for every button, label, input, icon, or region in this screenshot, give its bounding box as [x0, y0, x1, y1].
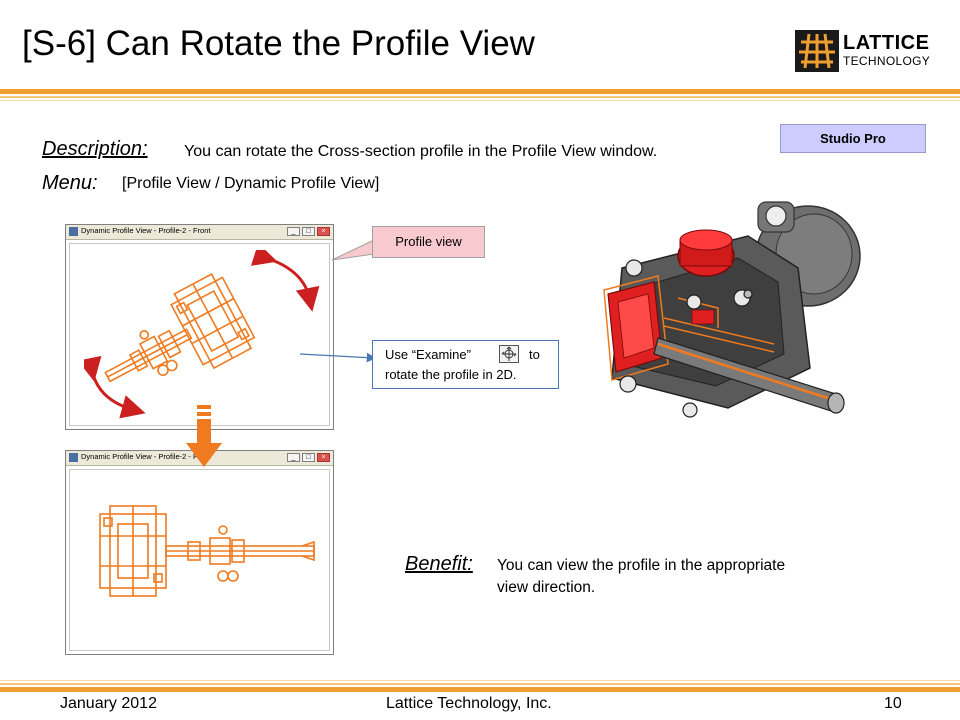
rotate-arrows-icon [84, 250, 320, 419]
examine-text-after: to [529, 347, 540, 362]
bottom-accent-bar [0, 680, 960, 692]
footer-date: January 2012 [60, 695, 157, 712]
top-accent-bar [0, 89, 960, 101]
benefit-text-line2: view direction. [497, 579, 596, 596]
examine-pointer-arrow [299, 352, 376, 363]
gearbox-3d-model [603, 201, 861, 418]
app-icon [69, 227, 78, 236]
lattice-logo-icon [795, 30, 839, 72]
minimize-button[interactable]: _ [287, 227, 300, 236]
maximize-button[interactable]: □ [302, 453, 315, 462]
minimize-button[interactable]: _ [287, 453, 300, 462]
window-title: Dynamic Profile View - Profile-2 - Front [81, 452, 211, 461]
close-button[interactable]: × [317, 453, 330, 462]
footer-page-number: 10 [884, 695, 902, 712]
examine-callout: Use “Examine” to rotate the profile in 2… [372, 340, 559, 389]
logo-subname: TECHNOLOGY [843, 54, 931, 68]
description-text: You can rotate the Cross-section profile… [184, 143, 658, 160]
benefit-heading: Benefit: [405, 553, 473, 575]
profile-canvas-bottom[interactable] [69, 469, 330, 651]
menu-text: [Profile View / Dynamic Profile View] [122, 175, 380, 192]
footer-company: Lattice Technology, Inc. [386, 695, 552, 712]
callout-pointer [331, 239, 375, 261]
app-icon [69, 453, 78, 462]
examine-text-before: Use “Examine” [385, 347, 471, 362]
examine-tool-icon [499, 345, 519, 363]
logo-name: LATTICE [843, 32, 930, 54]
profile-view-callout: Profile view [372, 226, 485, 258]
rotated-profile-drawing [104, 273, 256, 383]
aligned-profile-drawing [99, 505, 315, 597]
menu-heading: Menu: [42, 172, 98, 194]
examine-text-line2: rotate the profile in 2D. [385, 367, 517, 382]
profile-window-bottom: Dynamic Profile View - Profile-2 - Front… [65, 450, 334, 655]
studio-pro-badge: Studio Pro [780, 124, 926, 153]
maximize-button[interactable]: □ [302, 227, 315, 236]
lattice-logo: LATTICE TECHNOLOGY [795, 30, 930, 72]
slide-title: [S-6] Can Rotate the Profile View [22, 24, 535, 63]
description-heading: Description: [42, 138, 148, 160]
benefit-text-line1: You can view the profile in the appropri… [497, 557, 786, 574]
close-button[interactable]: × [317, 227, 330, 236]
window-title: Dynamic Profile View - Profile-2 - Front [81, 226, 211, 235]
down-arrow-icon [186, 405, 222, 467]
window-titlebar: Dynamic Profile View - Profile-2 - Front… [66, 225, 333, 240]
